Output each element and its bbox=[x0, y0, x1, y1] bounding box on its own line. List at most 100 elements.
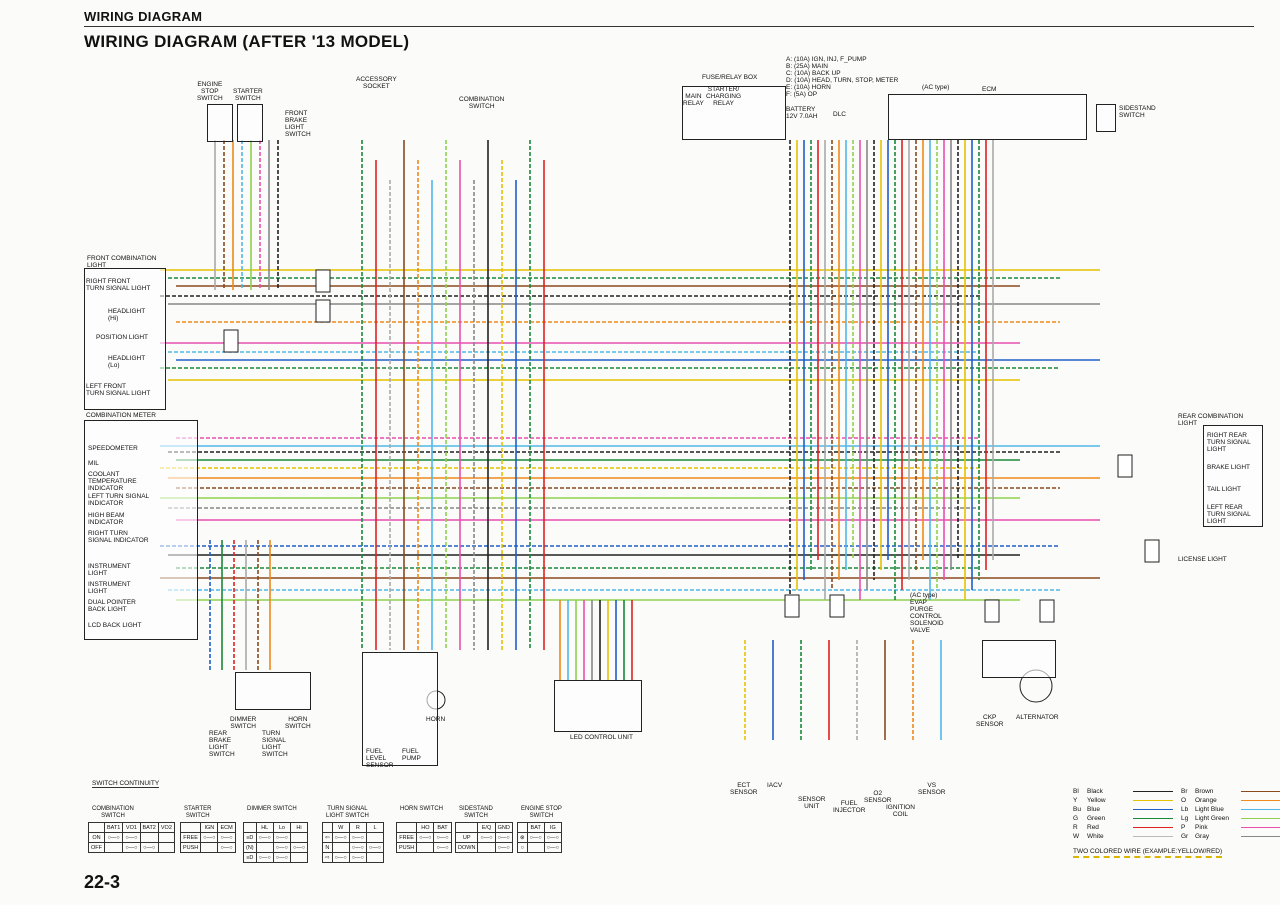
front-light-headlight-hi: HEADLIGHT (Hi) bbox=[108, 308, 146, 322]
switch-col-header: BAT bbox=[433, 822, 452, 833]
starter-switch-label: STARTER SWITCH bbox=[233, 88, 263, 102]
switch-row-label: OFF bbox=[88, 842, 105, 853]
switch-row-label: PUSH bbox=[179, 842, 202, 853]
rear-combination-light-box bbox=[1203, 425, 1263, 527]
legend-code: Y bbox=[1073, 797, 1078, 804]
switch-row-label: ⊗ bbox=[517, 832, 528, 843]
horn-label: HORN bbox=[426, 716, 446, 723]
switch-cell: ○—○ bbox=[365, 842, 385, 853]
connector bbox=[984, 599, 1000, 623]
switch-row-label: ⇦ bbox=[322, 832, 333, 843]
connector bbox=[784, 594, 800, 618]
switch-cell bbox=[139, 832, 159, 843]
switch-row-label: DOWN bbox=[454, 842, 479, 853]
legend-code: Br bbox=[1181, 788, 1188, 795]
front-combination-light-box bbox=[84, 268, 166, 410]
alternator-label: ALTERNATOR bbox=[1016, 714, 1059, 721]
legend-code: O bbox=[1181, 797, 1187, 804]
turn-signal-switch-label: TURN SIGNAL LIGHT SWITCH bbox=[262, 730, 288, 758]
switch-row-label: PUSH bbox=[395, 842, 418, 853]
legend-code: Bl bbox=[1073, 788, 1079, 795]
legend-swatch bbox=[1241, 835, 1280, 838]
switch-table-title: HORN SWITCH bbox=[400, 806, 443, 812]
switch-cell bbox=[255, 842, 274, 853]
switch-col-header: VO2 bbox=[157, 822, 175, 833]
switch-row-label: N bbox=[322, 842, 333, 853]
switch-col-header: GND bbox=[494, 822, 513, 833]
ckp-sensor-label: CKP SENSOR bbox=[976, 714, 1004, 728]
connector bbox=[829, 594, 845, 618]
rear-combination-light-label: REAR COMBINATION LIGHT bbox=[1178, 413, 1244, 427]
meter-left-turn: LEFT TURN SIGNAL INDICATOR bbox=[88, 493, 150, 507]
switch-col-header: HL bbox=[255, 822, 274, 833]
legend-swatch bbox=[1133, 817, 1173, 820]
engine-stop-switch-box bbox=[207, 104, 233, 142]
switch-cell: ○—○ bbox=[103, 832, 124, 843]
switch-col-header: Lo bbox=[272, 822, 291, 833]
front-brake-light-switch-label: FRONT BRAKE LIGHT SWITCH bbox=[285, 110, 311, 138]
switch-cell bbox=[365, 832, 385, 843]
switch-cell: ○—○ bbox=[289, 842, 309, 853]
switch-cell bbox=[103, 842, 124, 853]
switch-cell: ○—○ bbox=[139, 842, 159, 853]
o2-sensor-label: O2 SENSOR bbox=[864, 790, 892, 804]
meter-dual-pointer: DUAL POINTER BACK LIGHT bbox=[88, 599, 136, 613]
legend-code: R bbox=[1073, 824, 1078, 831]
switch-row-label: ≡D bbox=[243, 852, 257, 863]
rear-light-tail: TAIL LIGHT bbox=[1207, 486, 1241, 493]
switch-cell: ○—○ bbox=[477, 832, 496, 843]
switch-cell: ○—○ bbox=[122, 842, 141, 853]
rear-brake-light-switch-label: REAR BRAKE LIGHT SWITCH bbox=[209, 730, 235, 758]
sidestand-switch-box bbox=[1096, 104, 1116, 132]
switch-continuity-title: SWITCH CONTINUITY bbox=[92, 780, 160, 788]
meter-mil: MIL bbox=[88, 460, 99, 467]
meter-lcd-back-light: LCD BACK LIGHT bbox=[88, 622, 142, 629]
switch-col-header: Hi bbox=[289, 822, 309, 833]
switch-row-label: (N) bbox=[243, 842, 257, 853]
fuse-list: A: (10A) IGN, INJ, F_PUMP B: (25A) MAIN … bbox=[786, 56, 899, 98]
legend-name: Light Blue bbox=[1195, 806, 1224, 813]
switch-col-header: L bbox=[365, 822, 385, 833]
legend-brown: Br Brown bbox=[1181, 787, 1280, 796]
legend-name: Brown bbox=[1195, 788, 1214, 795]
section-header: WIRING DIAGRAM bbox=[84, 9, 203, 24]
switch-cell bbox=[157, 832, 175, 843]
switch-cell: ○—○ bbox=[543, 842, 562, 853]
switch-col-header: E/Q bbox=[477, 822, 496, 833]
switch-cell: ○—○ bbox=[543, 832, 562, 843]
legend-swatch bbox=[1133, 799, 1173, 802]
handlebar-switch-box bbox=[235, 672, 311, 710]
license-light-label: LICENSE LIGHT bbox=[1178, 556, 1227, 563]
switch-row-label: FREE bbox=[179, 832, 202, 843]
switch-table-title: TURN SIGNAL LIGHT SWITCH bbox=[326, 806, 369, 819]
fuel-pump-assembly-box bbox=[362, 652, 438, 766]
switch-cell: ○—○ bbox=[416, 832, 435, 843]
iacv-label: IACV bbox=[767, 782, 783, 789]
fuel-level-sensor-label: FUEL LEVEL SENSOR bbox=[366, 748, 394, 769]
evap-valve-label: (AC type) EVAP PURGE CONTROL SOLENOID VA… bbox=[910, 592, 944, 634]
starter-charging-relay-label: STARTER/ CHARGING RELAY bbox=[706, 86, 742, 107]
legend-name: Black bbox=[1087, 788, 1103, 795]
combination-meter-label: COMBINATION METER bbox=[86, 412, 156, 419]
legend-swatch bbox=[1133, 808, 1173, 811]
engine-stop-switch-label: ENGINE STOP SWITCH bbox=[197, 81, 223, 102]
switch-table-title: DIMMER SWITCH bbox=[247, 806, 297, 812]
legend-swatch bbox=[1241, 790, 1280, 793]
switch-col-header: R bbox=[348, 822, 367, 833]
legend-code: W bbox=[1073, 833, 1080, 840]
switch-cell: ○—○ bbox=[331, 852, 350, 863]
page-number: 22-3 bbox=[84, 872, 121, 892]
two-colored-wire-note: TWO COLORED WIRE (EXAMPLE:YELLOW/RED) bbox=[1073, 848, 1223, 858]
switch-row-label: ⇨ bbox=[322, 852, 333, 863]
switch-cell: ○—○ bbox=[272, 842, 291, 853]
rear-light-right-turn: RIGHT REAR TURN SIGNAL LIGHT bbox=[1207, 432, 1251, 453]
